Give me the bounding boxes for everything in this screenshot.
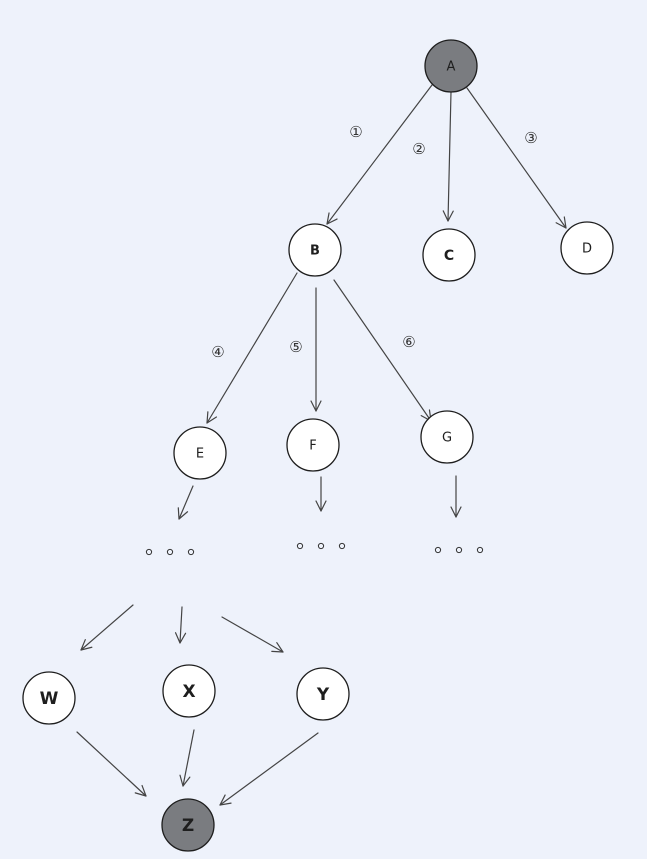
node-x: X bbox=[162, 664, 216, 718]
node-circle bbox=[422, 228, 476, 282]
node-w: W bbox=[22, 671, 76, 725]
edge-step-label: ④ bbox=[211, 343, 224, 361]
ellipsis-3 bbox=[434, 546, 484, 554]
node-z: Z bbox=[161, 798, 215, 852]
node-circle bbox=[288, 223, 342, 277]
node-label: G bbox=[442, 431, 452, 446]
node-label: C bbox=[444, 248, 454, 264]
node-circle bbox=[560, 221, 614, 275]
edge-labels: ① ② ③ ④ ⑤ ⑥ bbox=[211, 123, 537, 361]
edge-ellipsis-1-w bbox=[80, 604, 134, 651]
ellipsis-1 bbox=[145, 548, 195, 556]
node-label: Y bbox=[316, 685, 330, 705]
edge-ellipsis-1-y bbox=[221, 616, 284, 653]
edge-b-g bbox=[333, 279, 432, 422]
ellipses bbox=[145, 542, 484, 556]
node-circle bbox=[161, 798, 215, 852]
node-circle bbox=[173, 426, 227, 480]
node-a: A bbox=[424, 39, 478, 93]
edge-step-label: ① bbox=[349, 123, 362, 141]
node-b: B bbox=[288, 223, 342, 277]
edge-e-ellipsis-1 bbox=[177, 485, 194, 520]
node-c: C bbox=[422, 228, 476, 282]
node-label: B bbox=[310, 244, 320, 259]
node-label: A bbox=[447, 60, 456, 75]
node-circle bbox=[420, 410, 474, 464]
node-circle bbox=[286, 418, 340, 472]
edge-step-label: ② bbox=[412, 140, 425, 158]
edge-a-c bbox=[442, 91, 454, 222]
node-d: D bbox=[560, 221, 614, 275]
node-circle bbox=[22, 671, 76, 725]
edge-x-z bbox=[179, 729, 195, 787]
edge-step-label: ⑥ bbox=[402, 333, 415, 351]
ellipsis-2 bbox=[296, 542, 346, 550]
edge-ellipsis-1-x bbox=[174, 606, 187, 644]
edge-w-z bbox=[76, 731, 147, 797]
node-circle bbox=[424, 39, 478, 93]
edge-step-label: ⑤ bbox=[289, 338, 302, 356]
node-circle bbox=[162, 664, 216, 718]
edge-b-e bbox=[206, 272, 298, 424]
node-f: F bbox=[286, 418, 340, 472]
nodes: A B C D E F G W X Y Z bbox=[22, 39, 614, 852]
node-g: G bbox=[420, 410, 474, 464]
node-y: Y bbox=[296, 667, 350, 721]
edge-y-z bbox=[219, 732, 319, 806]
node-label: W bbox=[40, 689, 59, 709]
edge-a-d bbox=[466, 87, 567, 229]
node-label: Z bbox=[182, 816, 194, 836]
node-label: D bbox=[582, 242, 592, 257]
node-label: E bbox=[196, 447, 204, 462]
edges bbox=[76, 84, 567, 806]
node-circle bbox=[296, 667, 350, 721]
edge-a-b bbox=[326, 84, 433, 225]
node-e: E bbox=[173, 426, 227, 480]
node-label: F bbox=[309, 439, 316, 454]
edge-step-label: ③ bbox=[524, 129, 537, 147]
node-label: X bbox=[182, 682, 195, 702]
